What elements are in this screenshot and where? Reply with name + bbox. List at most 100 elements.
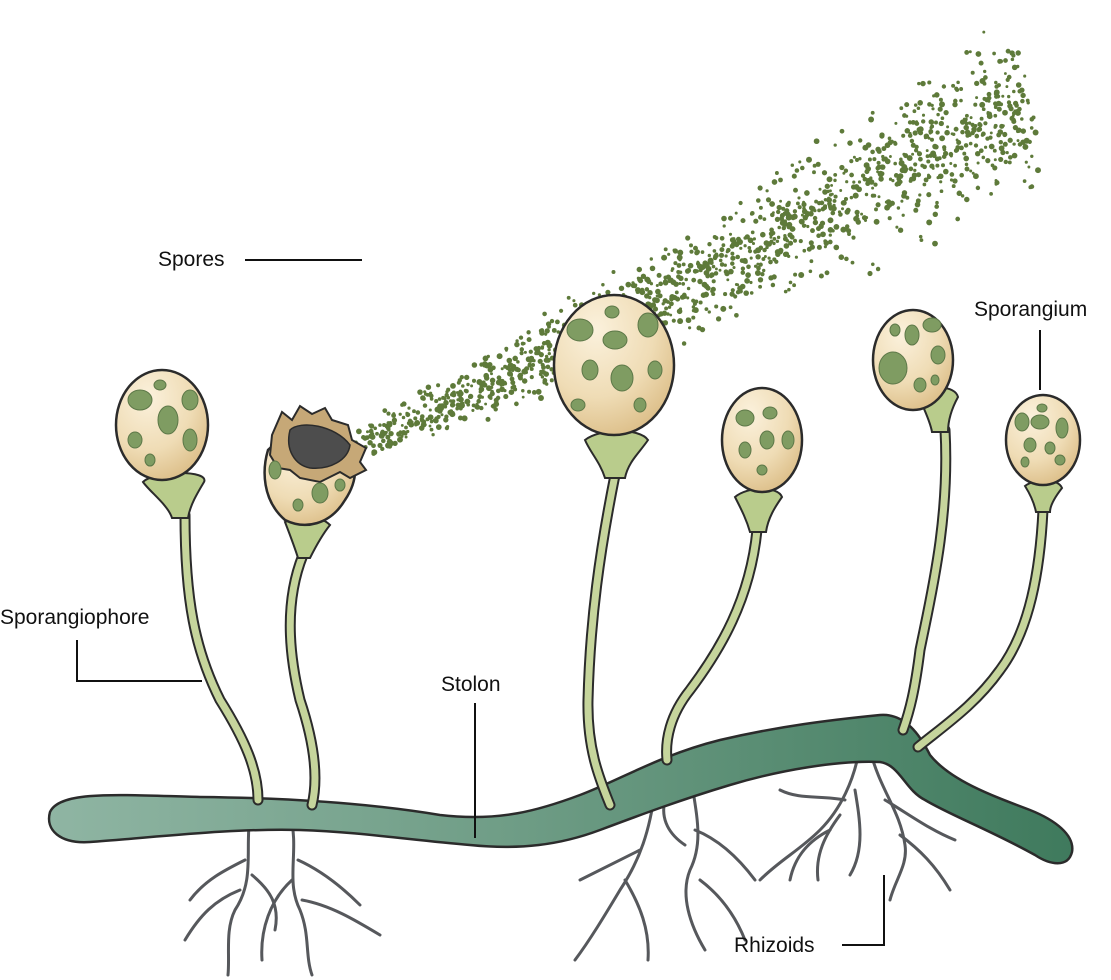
spore-dot: [935, 130, 940, 135]
spore-dot: [707, 310, 711, 314]
spore-dot: [691, 277, 697, 283]
spore-dot: [790, 214, 797, 221]
spore-dot: [897, 227, 904, 233]
spore-dot: [975, 51, 982, 57]
spore-dot: [855, 158, 859, 162]
spore-dot: [881, 157, 886, 162]
spore-dot: [818, 223, 824, 230]
spore-dot: [1000, 149, 1006, 156]
spore-dot: [1008, 106, 1014, 112]
spore-dot: [503, 380, 507, 384]
spore-dot: [662, 298, 668, 304]
spore-dot: [857, 180, 862, 184]
spore-dot: [481, 380, 486, 385]
spore-dot: [428, 424, 432, 428]
spore-dot: [1020, 92, 1026, 99]
spore-dot: [971, 171, 975, 175]
spore-dot: [755, 198, 761, 203]
spore-dot: [786, 224, 792, 230]
spore-dot: [510, 385, 515, 390]
spore-dot: [523, 350, 527, 354]
spore-dot: [888, 155, 892, 158]
spore-dot: [935, 200, 939, 205]
spore-dot: [923, 133, 930, 139]
spore-dot: [831, 228, 835, 233]
spore-dot: [637, 276, 643, 283]
spore-dot: [756, 265, 761, 271]
spore-dot: [636, 266, 643, 273]
spore-dot: [979, 116, 984, 121]
spore-dot: [528, 349, 533, 354]
spore-dot: [938, 97, 943, 102]
spore-dot: [709, 275, 713, 279]
spore-dot: [951, 184, 956, 189]
spore-dot: [828, 233, 832, 237]
spore-dot: [386, 411, 391, 416]
spore-dot: [959, 172, 964, 178]
spore-dot: [936, 175, 940, 180]
spore-dot: [845, 180, 849, 184]
spore-dot: [788, 280, 793, 285]
spore-dot: [540, 346, 545, 350]
spore-dot: [696, 325, 702, 331]
spore-dot: [770, 212, 775, 218]
spore-dot: [661, 254, 668, 261]
spore-dot: [737, 285, 744, 292]
spore-dot: [769, 235, 773, 239]
spore-dot: [694, 250, 700, 256]
spore-dot: [801, 208, 808, 215]
spore-dot: [918, 156, 923, 162]
spore-dot: [541, 365, 546, 370]
spore-dot: [969, 116, 973, 120]
spore-dot: [686, 296, 690, 300]
spore-dot: [752, 237, 756, 241]
spore-dot: [832, 203, 836, 207]
spore-dot: [1015, 82, 1022, 88]
spore-dot: [728, 215, 733, 221]
spore-dot: [538, 351, 544, 358]
spore-dot: [772, 237, 777, 241]
spore-dot: [436, 383, 441, 388]
spore-dot: [919, 238, 924, 243]
spore-dot: [371, 443, 376, 449]
spore-dot: [932, 94, 936, 98]
spore-dot: [486, 385, 492, 392]
spore-dot: [755, 254, 761, 260]
spore-dot: [507, 370, 513, 377]
spore-dot: [951, 83, 956, 88]
spore-dot: [956, 190, 963, 197]
sporangiophores: [179, 424, 1049, 811]
spore-dot: [661, 302, 665, 306]
spore-dot: [900, 199, 904, 203]
spore-dot: [978, 122, 983, 128]
spore-dot: [824, 183, 830, 189]
spore-dot: [388, 440, 395, 446]
spore-dot: [816, 233, 821, 238]
spore-dot: [698, 300, 703, 305]
spore-dot: [401, 401, 407, 407]
spore-dot: [952, 101, 958, 108]
spore-dot: [768, 259, 773, 265]
spore-dot: [506, 357, 513, 364]
spore-dot: [456, 380, 461, 385]
spore-dot: [939, 189, 944, 194]
spore-dot: [719, 247, 725, 253]
spore-dot: [471, 378, 477, 383]
spore-dot: [450, 383, 456, 389]
spore-dot: [1007, 94, 1011, 99]
spore-dot: [434, 399, 439, 404]
spore-dot: [959, 87, 964, 91]
spore-dot: [681, 341, 687, 346]
spore-dot: [671, 318, 676, 323]
spore-dot: [686, 286, 691, 291]
spore-dot: [700, 250, 705, 254]
spore-dot: [728, 232, 733, 236]
spore-dot: [746, 264, 751, 270]
spore-dot: [912, 130, 918, 136]
spore-dot: [745, 272, 751, 278]
sporangium-burst: [263, 404, 368, 559]
spore-dot: [775, 239, 780, 244]
spore-dot: [1032, 129, 1039, 136]
spore-dot: [1017, 89, 1022, 94]
spore-dot: [896, 206, 901, 210]
